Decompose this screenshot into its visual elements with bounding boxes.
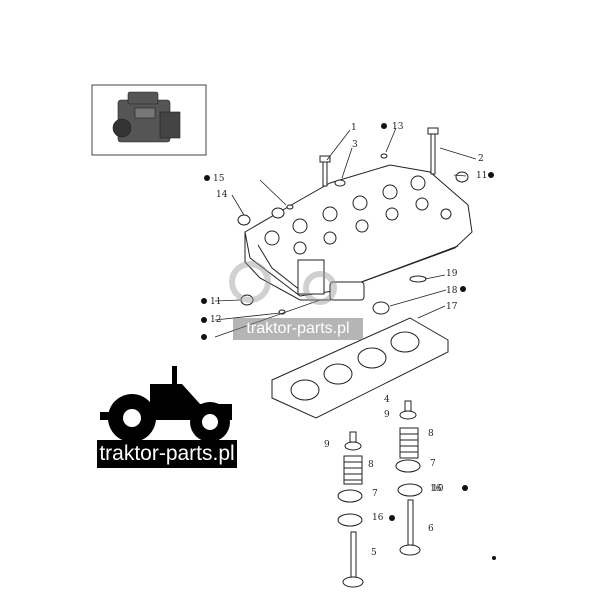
callout-5: 5	[371, 548, 377, 558]
cylinder-head	[244, 164, 473, 301]
watermark-main-text: traktor-parts.pl	[97, 440, 237, 468]
marker-dots	[201, 123, 496, 560]
head-gasket	[271, 317, 449, 419]
callout-7a: 7	[372, 489, 378, 499]
callout-1: 1	[351, 123, 357, 133]
callout-18: 18	[446, 286, 458, 296]
callout-7b: 7	[430, 459, 436, 469]
callout-8b: 8	[428, 429, 434, 439]
valve-stack-left	[337, 431, 364, 588]
callout-10: 10	[432, 484, 444, 494]
tractor-logo	[100, 366, 232, 442]
engine-thumbnail	[91, 84, 207, 156]
callout-16b: 16	[430, 484, 442, 494]
callout-19: 19	[446, 269, 458, 279]
callout-11a: 11	[476, 171, 487, 181]
callout-8a: 8	[368, 460, 374, 470]
callout-14: 14	[216, 190, 228, 200]
callout-9b: 9	[384, 410, 390, 420]
callout-6: 6	[428, 524, 434, 534]
valve-stack-right	[395, 400, 423, 556]
watermark-center-text: traktor-parts.pl	[233, 318, 363, 340]
callout-4: 4	[384, 395, 390, 405]
callout-12: 12	[210, 315, 221, 325]
callout-11b: 11	[210, 297, 221, 307]
callout-9a: 9	[324, 440, 330, 450]
callout-15: 15	[213, 174, 225, 184]
callout-labels: 1 2 3 4 5 6 7 7 8 8 9 9 10 11 11 12 13 1…	[210, 122, 487, 558]
callout-17: 17	[446, 302, 458, 312]
center-watermark-logo	[229, 261, 337, 305]
callout-3: 3	[352, 140, 358, 150]
head-bolts	[237, 127, 469, 315]
callout-16a: 16	[372, 513, 384, 523]
callout-2: 2	[478, 154, 484, 164]
callout-13: 13	[392, 122, 404, 132]
